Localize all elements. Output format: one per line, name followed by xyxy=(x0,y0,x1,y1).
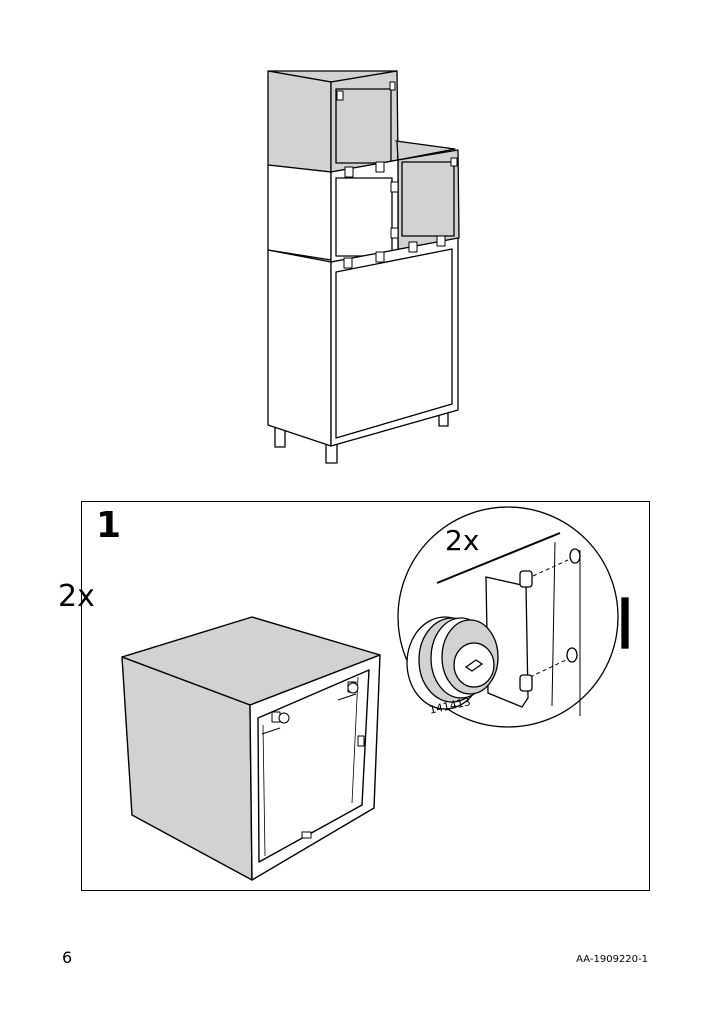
page-number: 6 xyxy=(62,948,73,967)
middle-box-side xyxy=(267,164,332,261)
top-box-side xyxy=(267,70,332,173)
top-box-back xyxy=(330,70,399,173)
detail-quantity: 2x xyxy=(445,524,480,557)
bottom-box-side xyxy=(267,249,332,447)
middle-box-back xyxy=(330,159,399,263)
step-number: 1 xyxy=(96,505,122,546)
right-box-back xyxy=(397,149,460,251)
step-frame xyxy=(81,501,650,891)
cube-drawing xyxy=(121,616,381,881)
assembled-cabinet-drawing xyxy=(267,70,460,464)
document-id: AA-1909220-1 xyxy=(576,954,648,965)
detail-callout xyxy=(397,506,629,728)
connector-knob xyxy=(406,616,499,710)
screw-hole-top xyxy=(569,548,581,564)
screw-hole-bottom xyxy=(566,647,578,663)
step-quantity: 2x xyxy=(58,579,95,614)
